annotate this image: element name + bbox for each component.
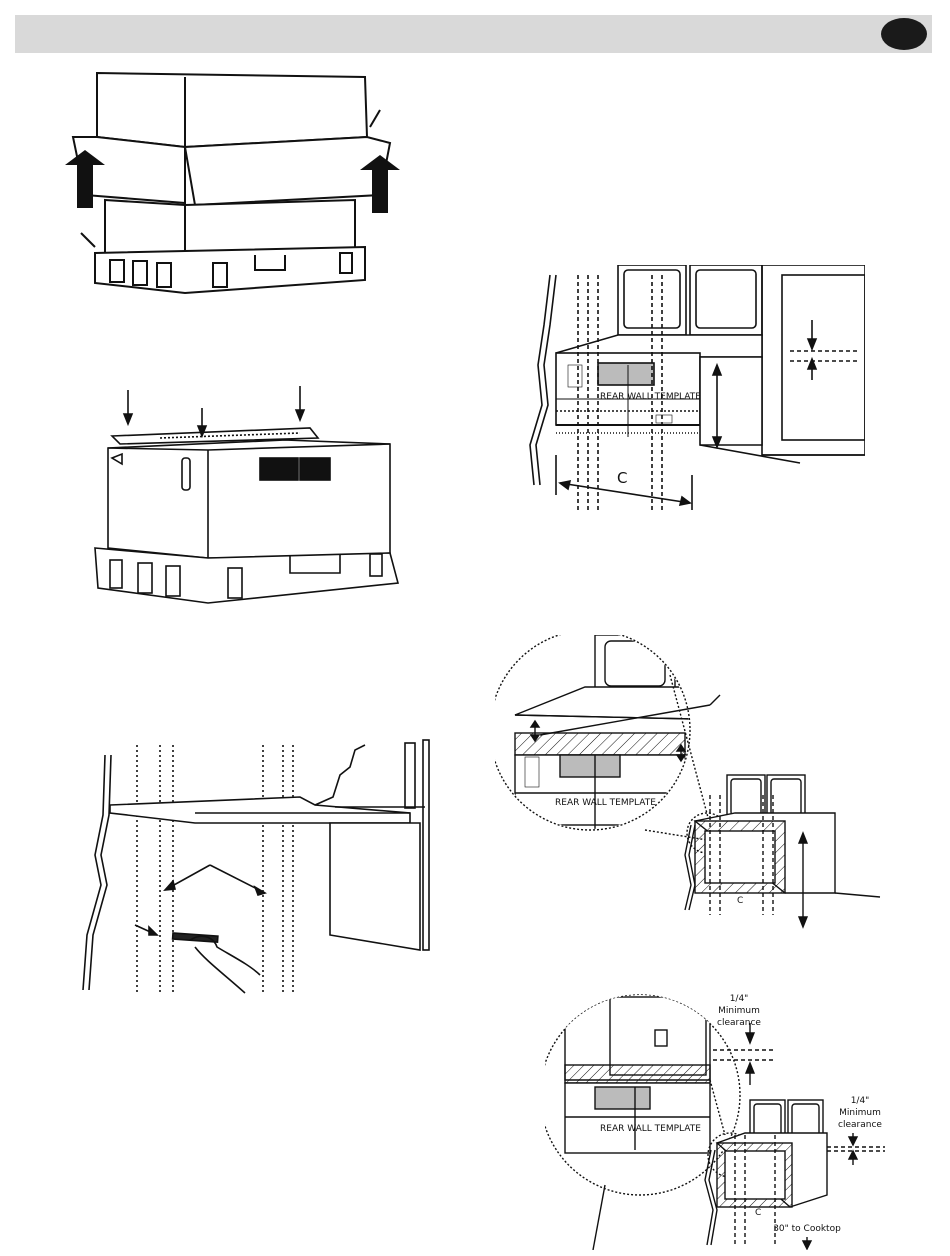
figure-clearance: 1/4" Minimum clearance 1/4" Minimum clea… xyxy=(545,985,890,1250)
language-badge xyxy=(881,18,927,50)
figure-lift-carton xyxy=(45,65,405,305)
lift-carton-illustration xyxy=(45,65,405,305)
cooktop-label: 30" to Cooktop xyxy=(773,1224,841,1234)
header-bar xyxy=(15,15,932,53)
centerline-label: C xyxy=(617,469,627,487)
upper-clearance-line3: clearance xyxy=(717,1018,761,1028)
mark-wall-illustration xyxy=(65,735,435,995)
right-clearance-line3: clearance xyxy=(838,1120,882,1130)
template-text: REAR WALL TEMPLATE xyxy=(600,1124,701,1134)
remove-template-illustration xyxy=(90,378,405,608)
wall-template-illustration: REAR WALL TEMPLATE C xyxy=(520,265,865,515)
template-text: REAR WALL TEMPLATE xyxy=(555,798,656,808)
figure-template-detail: REAR WALL TEMPLATE C xyxy=(495,635,885,935)
centerline-label: C xyxy=(755,1208,761,1218)
figure-wall-template: REAR WALL TEMPLATE C xyxy=(520,265,865,515)
right-clearance-line2: Minimum xyxy=(839,1108,881,1118)
upper-clearance-line1: 1/4" xyxy=(730,994,749,1004)
template-text: REAR WALL TEMPLATE xyxy=(600,392,701,402)
right-clearance-line1: 1/4" xyxy=(851,1096,870,1106)
figure-remove-template xyxy=(90,378,405,608)
figure-mark-wall xyxy=(65,735,435,995)
template-detail-illustration: REAR WALL TEMPLATE C xyxy=(495,635,885,935)
upper-clearance-line2: Minimum xyxy=(718,1006,760,1016)
clearance-illustration: 1/4" Minimum clearance 1/4" Minimum clea… xyxy=(545,985,890,1250)
centerline-label: C xyxy=(737,896,743,906)
